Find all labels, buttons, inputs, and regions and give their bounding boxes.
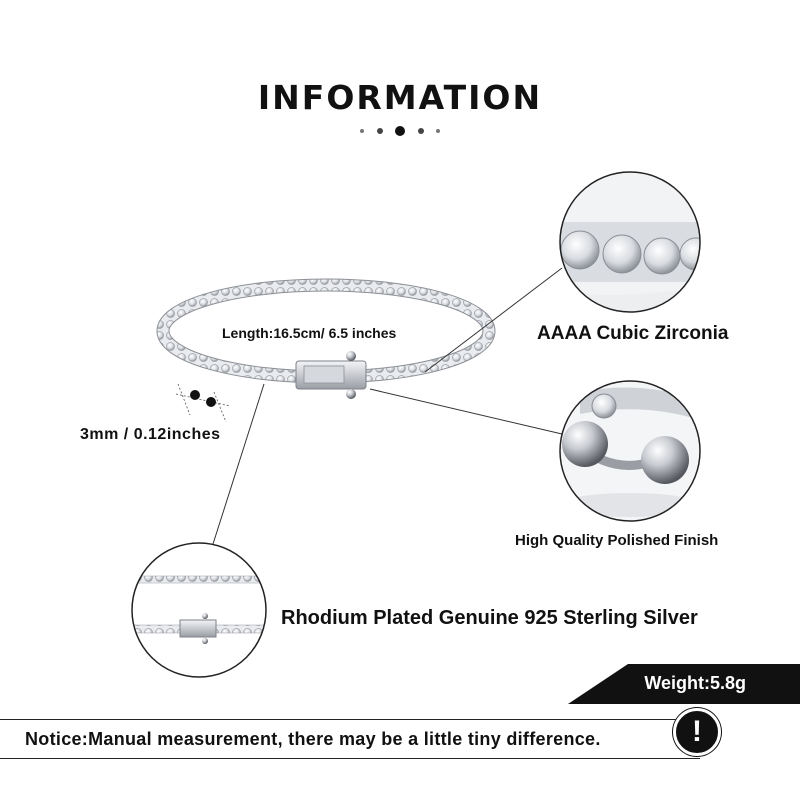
sterling-silver-detail-circle [131, 542, 267, 678]
divider-dot [395, 126, 405, 136]
divider-dot [436, 129, 440, 133]
bracelet [156, 278, 496, 399]
exclamation-icon: ! [673, 708, 721, 756]
material-label: Rhodium Plated Genuine 925 Sterling Silv… [281, 607, 698, 629]
callout-lines [212, 267, 563, 545]
zirconia-label: AAAA Cubic Zirconia [537, 323, 729, 344]
length-label: Length:16.5cm/ 6.5 inches [222, 325, 397, 341]
notice-bar: Notice:Manual measurement, there may be … [0, 719, 700, 759]
zirconia-detail-circle [559, 171, 701, 313]
width-label: 3mm / 0.12inches [80, 426, 221, 443]
divider-dot [360, 129, 364, 133]
weight-label: Weight:5.8g [644, 673, 746, 693]
page-title: INFORMATION [257, 78, 543, 117]
width-indicator [175, 383, 231, 423]
title-divider-dots [360, 125, 440, 137]
divider-dot [376, 128, 383, 134]
divider-dot [417, 128, 424, 134]
notice-text: Notice:Manual measurement, there may be … [25, 729, 601, 749]
polished-finish-label: High Quality Polished Finish [515, 532, 719, 549]
polished-finish-detail-circle [559, 380, 701, 522]
